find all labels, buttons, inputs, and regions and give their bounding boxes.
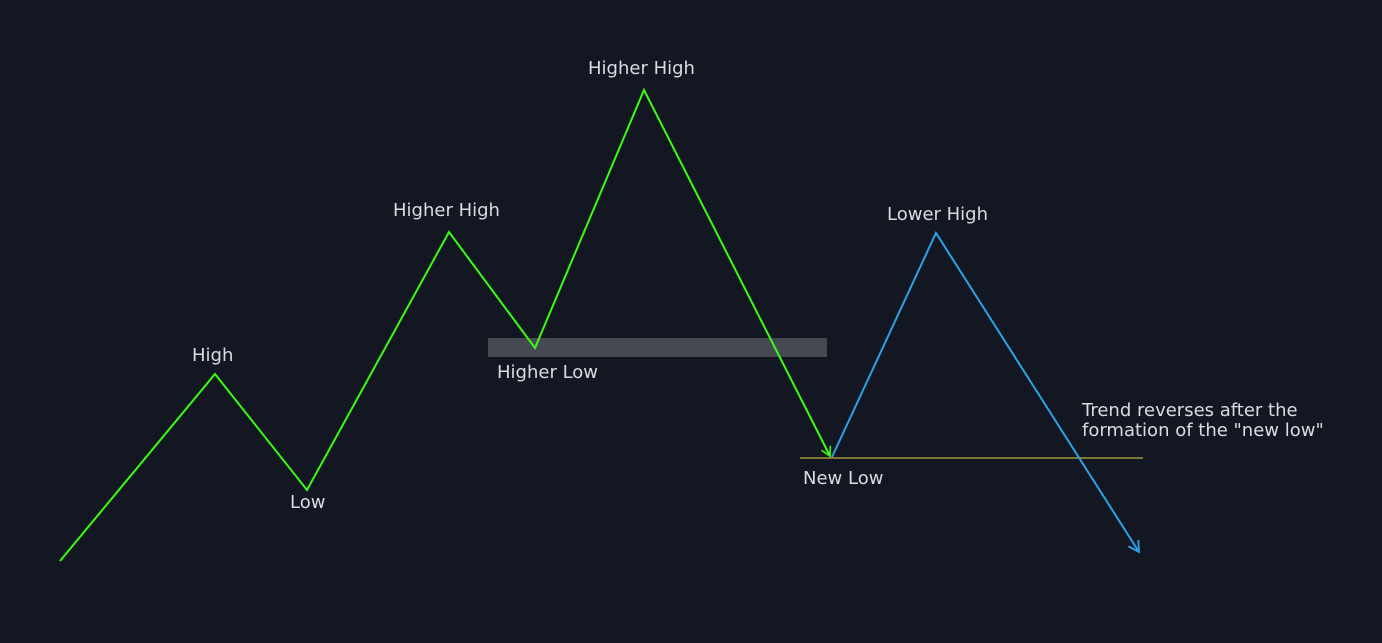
- label-higher-low: Higher Low: [497, 362, 598, 383]
- label-higher-high-2: Higher High: [588, 58, 695, 79]
- label-new-low: New Low: [803, 468, 883, 489]
- higher-low-zone: [488, 338, 827, 357]
- note-line-2: formation of the "new low": [1082, 420, 1324, 441]
- note-line-1: Trend reverses after the: [1081, 400, 1298, 421]
- label-high: High: [192, 345, 233, 366]
- label-lower-high: Lower High: [887, 204, 988, 225]
- downtrend-path: [831, 230, 1141, 554]
- label-low: Low: [290, 492, 325, 513]
- label-higher-high-1: Higher High: [393, 200, 500, 221]
- uptrend-path: [59, 87, 832, 562]
